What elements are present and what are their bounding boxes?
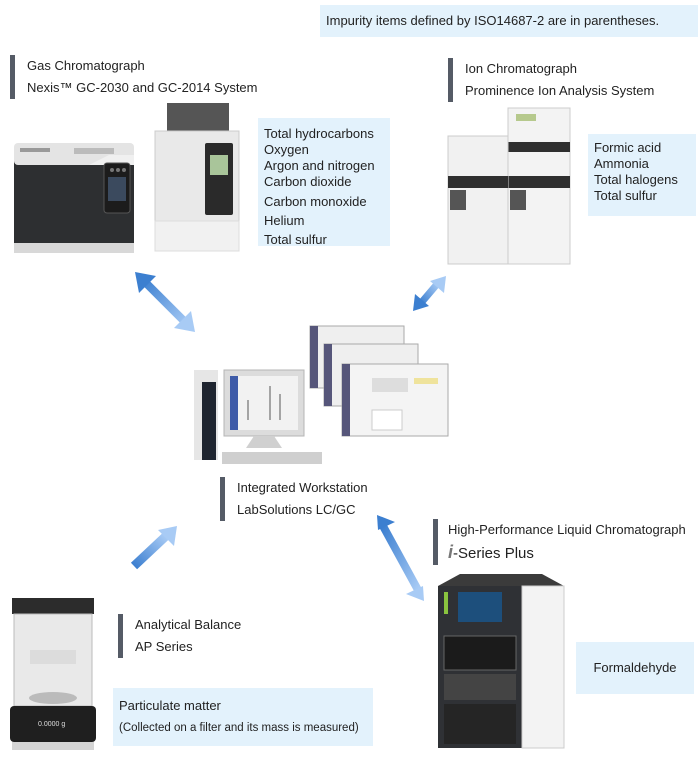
balance-item-note: (Collected on a filter and its mass is m… <box>119 722 359 734</box>
hplc-title-block: High-Performance Liquid Chromatograph i-… <box>433 519 686 565</box>
ic-item: Total halogens <box>594 172 678 187</box>
gc-item: Oxygen <box>264 142 309 157</box>
workstation-model: LabSolutions LC/GC <box>237 502 356 517</box>
gc-item: Carbon dioxide <box>264 174 352 189</box>
hplc-image <box>438 574 565 749</box>
balance-model: AP Series <box>135 639 193 654</box>
gc-title: Gas Chromatograph <box>27 58 145 73</box>
gc-item: Helium <box>264 213 305 228</box>
hplc-item: Formaldehyde <box>593 660 677 675</box>
arrow-ic-workstation <box>413 276 446 311</box>
ic-title-block: Ion Chromatograph Prominence Ion Analysi… <box>448 58 654 102</box>
gc-2030-image <box>14 143 134 253</box>
workstation-title-block: Integrated Workstation LabSolutions LC/G… <box>220 477 368 521</box>
ic-item: Formic acid <box>594 140 662 155</box>
balance-item: Particulate matter <box>119 698 221 713</box>
gc-item: Total hydrocarbons <box>264 126 374 141</box>
arrow-gc-workstation <box>135 272 195 332</box>
arrow-hplc-workstation <box>377 515 424 601</box>
gc-items-box: Total hydrocarbons Oxygen Argon and nitr… <box>258 118 390 247</box>
ic-item: Total sulfur <box>594 188 657 203</box>
balance-title: Analytical Balance <box>135 617 242 632</box>
hplc-items-box: Formaldehyde <box>576 642 694 694</box>
ic-title: Ion Chromatograph <box>465 61 578 76</box>
hplc-model-text: -Series Plus <box>453 545 534 562</box>
ic-item: Ammonia <box>594 156 649 171</box>
ion-chromatograph-image <box>447 107 571 265</box>
hplc-title: High-Performance Liquid Chromatograph <box>448 522 686 537</box>
i-series-logo-icon: i <box>448 542 454 562</box>
ic-items-box: Formic acid Ammonia Total halogens Total… <box>588 134 696 216</box>
software-screens <box>309 325 449 437</box>
hplc-model: i-Series Plus <box>448 541 686 565</box>
workstation-title: Integrated Workstation <box>237 480 368 495</box>
gc-title-block: Gas Chromatograph Nexis™ GC-2030 and GC-… <box>10 55 257 99</box>
impurity-note: Impurity items defined by ISO14687-2 are… <box>320 5 698 37</box>
gc-item: Carbon monoxide <box>264 194 367 209</box>
balance-display: 0.0000 g <box>38 721 65 728</box>
gc-2014-image <box>154 103 240 252</box>
balance-title-block: Analytical Balance AP Series <box>118 614 241 658</box>
arrow-balance-workstation <box>130 526 177 570</box>
gc-item: Argon and nitrogen <box>264 158 375 173</box>
balance-items-box: Particulate matter (Collected on a filte… <box>113 688 373 746</box>
analytical-balance-image: 0.0000 g <box>10 598 96 750</box>
gc-item: Total sulfur <box>264 232 327 247</box>
workstation-image <box>194 325 449 464</box>
ic-model: Prominence Ion Analysis System <box>465 83 655 98</box>
gc-model: Nexis™ GC-2030 and GC-2014 System <box>27 80 258 95</box>
